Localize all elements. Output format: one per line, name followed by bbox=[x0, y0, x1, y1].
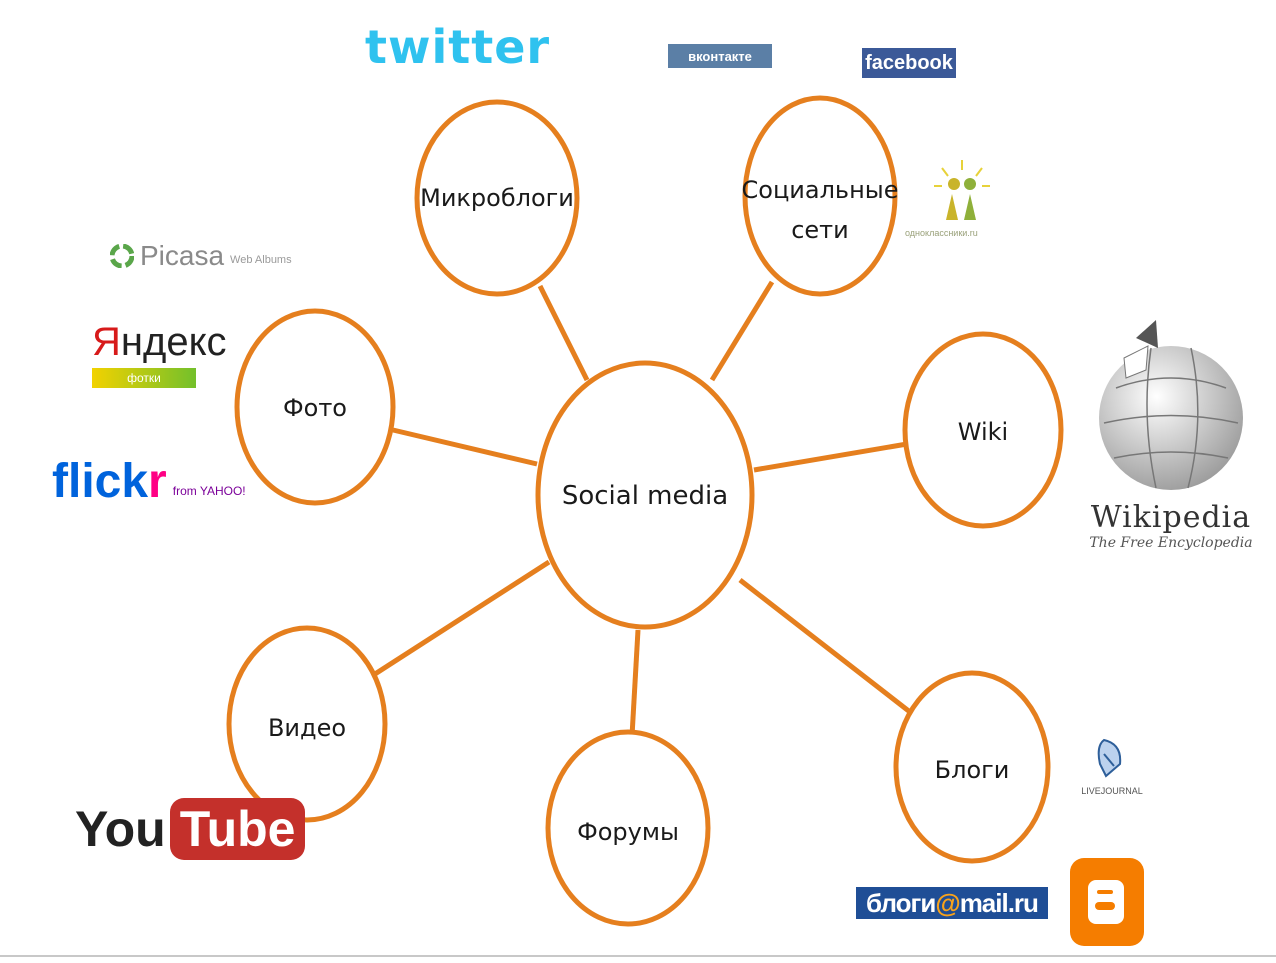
mail-blogs-logo: блоги@mail.ru bbox=[856, 887, 1048, 919]
livejournal-sub: LIVEJOURNAL bbox=[1081, 786, 1143, 796]
yandex-sub: фотки bbox=[92, 368, 196, 388]
edge-photo bbox=[392, 427, 538, 467]
youtube-logo: You Tube bbox=[75, 798, 306, 860]
center-label: Social media bbox=[562, 481, 728, 511]
wikipedia-sub: The Free Encyclopedia bbox=[1089, 535, 1253, 551]
flickr-logo: flickr from YAHOO! bbox=[52, 458, 246, 506]
picasa-icon bbox=[110, 244, 134, 268]
twitter-logo: twitter bbox=[365, 20, 551, 74]
mail-domain: mail.ru bbox=[959, 887, 1039, 918]
picasa-sub: Web Albums bbox=[230, 254, 292, 266]
odnoklassniki-logo: одноклассники.ru bbox=[905, 228, 978, 238]
bottom-divider bbox=[0, 955, 1276, 957]
node-photo bbox=[234, 308, 396, 506]
node-blogs bbox=[893, 670, 1051, 864]
mail-blogs-text: блоги bbox=[866, 887, 936, 918]
label-wiki: Wiki bbox=[958, 418, 1008, 446]
yandex-rest: ндекс bbox=[120, 320, 227, 364]
nodes bbox=[226, 95, 1064, 927]
label-social-networks-line2: сети bbox=[791, 216, 849, 244]
wikipedia-globe-icon bbox=[1099, 320, 1243, 490]
livejournal-logo: LIVEJOURNAL bbox=[1072, 736, 1152, 796]
node-center bbox=[535, 360, 755, 630]
picasa-name: Picasa bbox=[140, 240, 225, 271]
label-photo: Фото bbox=[283, 394, 347, 422]
node-wiki bbox=[902, 331, 1064, 529]
node-video bbox=[226, 625, 388, 823]
picasa-logo: Picasa Web Albums bbox=[110, 240, 292, 272]
youtube-you: You bbox=[75, 801, 166, 857]
node-forums bbox=[545, 729, 711, 927]
flickr-sub: from YAHOO! bbox=[172, 484, 246, 498]
wikipedia-logo: Wikipedia The Free Encyclopedia bbox=[1088, 318, 1254, 551]
edges bbox=[373, 280, 912, 737]
label-social-networks-line1: Социальные bbox=[742, 176, 899, 204]
label-video: Видео bbox=[268, 714, 346, 742]
yandex-fotki-logo: Яндекс фотки bbox=[92, 320, 227, 388]
facebook-logo: facebook bbox=[862, 48, 956, 78]
odnoklassniki-icon bbox=[930, 158, 994, 228]
node-social-networks bbox=[742, 95, 898, 297]
edge-wiki bbox=[753, 441, 908, 473]
vkontakte-logo: вконтакте bbox=[668, 44, 772, 68]
edge-microblogs bbox=[537, 284, 590, 382]
youtube-tube: Tube bbox=[169, 798, 306, 860]
flickr-name-a: flick bbox=[52, 455, 149, 508]
label-microblogs: Микроблоги bbox=[420, 184, 574, 212]
yandex-first-letter: Я bbox=[92, 320, 121, 364]
edge-forums bbox=[629, 629, 641, 737]
livejournal-pencil-icon bbox=[1097, 738, 1122, 778]
edge-blogs bbox=[738, 578, 912, 714]
wikipedia-name: Wikipedia bbox=[1090, 500, 1252, 535]
edge-social-networks bbox=[709, 280, 775, 382]
node-microblogs bbox=[414, 99, 580, 297]
blogger-logo bbox=[1070, 858, 1144, 946]
label-blogs: Блоги bbox=[935, 756, 1010, 784]
edge-video bbox=[373, 559, 551, 677]
flickr-name-b: r bbox=[148, 455, 167, 508]
blogger-icon bbox=[1088, 880, 1124, 924]
mail-at: @ bbox=[935, 887, 960, 918]
labels: Social media Микроблоги Социальные сети … bbox=[268, 176, 1009, 846]
label-forums: Форумы bbox=[577, 818, 679, 846]
